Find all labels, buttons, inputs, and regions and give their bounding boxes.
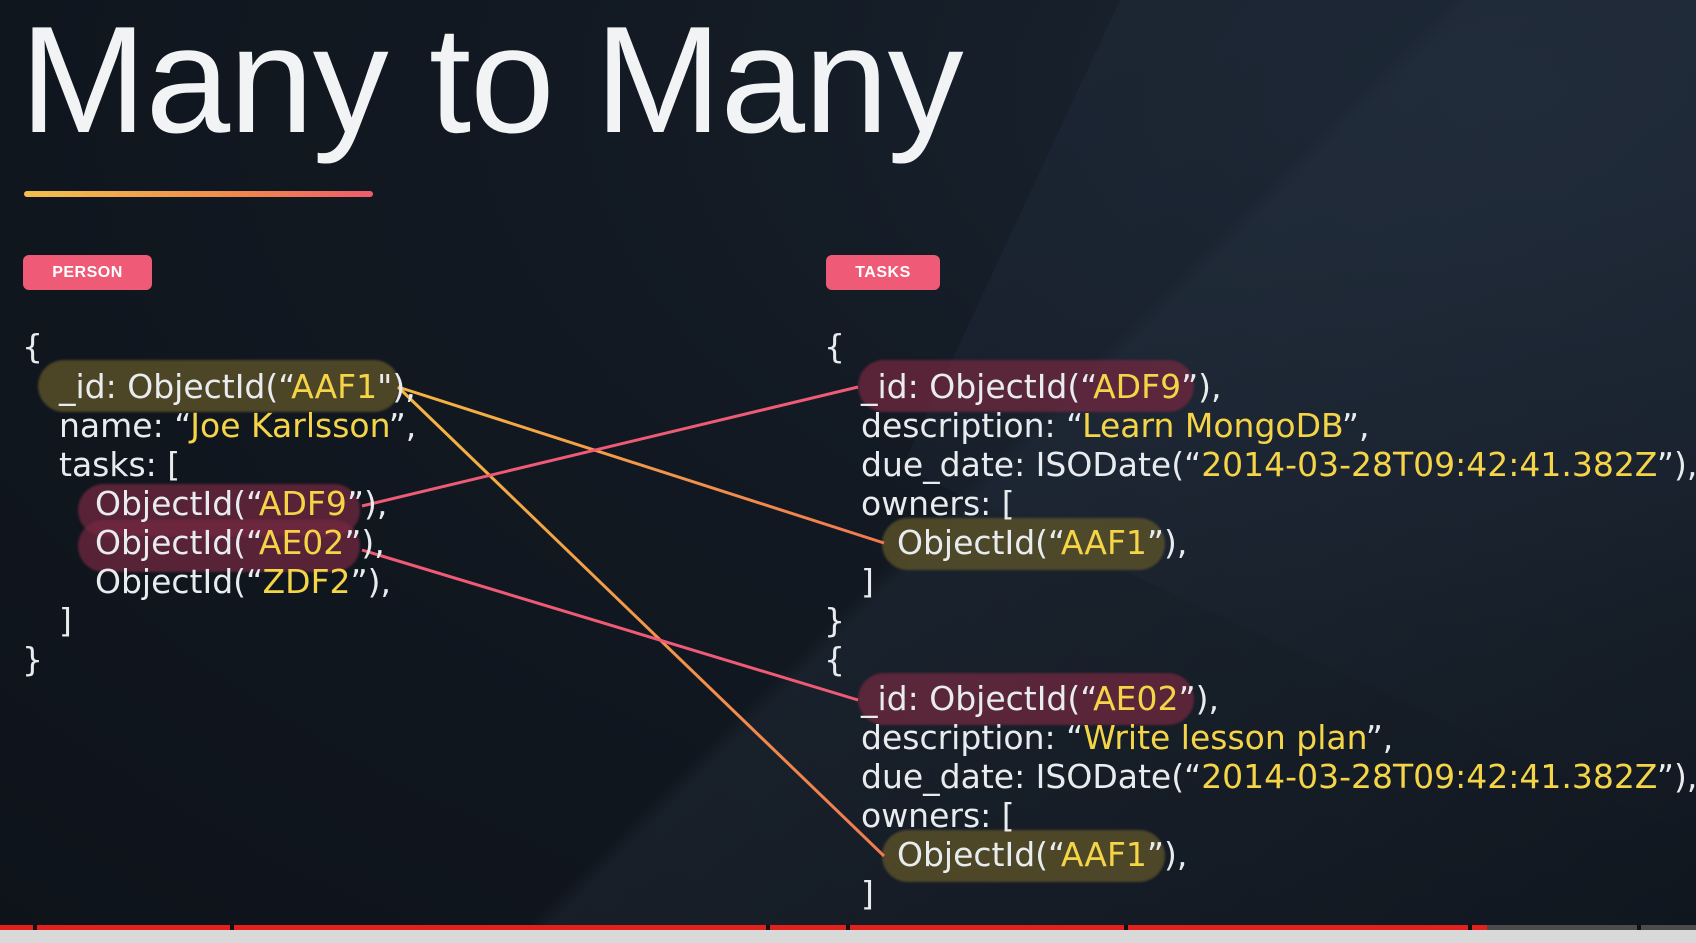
task-due-date-line: due_date: ISODate(“2014-03-28T09:42:41.3… — [861, 757, 1696, 796]
task-description-end: ”, — [1365, 718, 1394, 757]
task-open-brace: { — [824, 327, 845, 366]
task-owner-suffix: ”), — [1146, 523, 1188, 562]
task-description-value: Write lesson plan — [1083, 718, 1366, 757]
tasks-tag: TASKS — [826, 255, 940, 290]
person-task-value: ADF9 — [258, 484, 347, 523]
person-name-key: name: “ — [59, 406, 191, 445]
task-due-date-end: ”), — [1656, 757, 1696, 796]
task-description-key: description: “ — [861, 718, 1084, 757]
person-task-prefix: ObjectId(“ — [95, 523, 259, 562]
person-name-value: Joe Karlsson — [190, 406, 389, 445]
person-task-suffix: ”), — [346, 484, 388, 523]
person-task-line: ObjectId(“AE02”), — [95, 523, 385, 562]
title-underline — [24, 191, 373, 197]
task-due-date-value: 2014-03-28T09:42:41.382Z — [1201, 757, 1657, 796]
person-task-suffix: ”), — [350, 562, 392, 601]
task-description-value: Learn MongoDB — [1082, 406, 1342, 445]
person-task-suffix: ”), — [344, 523, 385, 562]
chapter-marker — [846, 925, 850, 930]
task-id-line: _id: ObjectId(“AE02”), — [861, 679, 1219, 718]
person-task-line: ObjectId(“ZDF2”), — [95, 562, 391, 601]
person-name-end: ”, — [388, 406, 417, 445]
task-owners-key: owners: [ — [861, 796, 1015, 835]
highlight-task1-owner — [882, 518, 1165, 570]
chapter-marker — [1468, 925, 1472, 930]
video-progress-bar[interactable] — [0, 925, 1696, 930]
video-progress-fill — [0, 925, 1488, 930]
highlight-task1-id — [858, 360, 1194, 412]
person-tasks-close: ] — [59, 601, 72, 640]
task-owner-value: AAF1 — [1060, 835, 1147, 874]
person-task-prefix: ObjectId(“ — [95, 484, 259, 523]
task-open-brace: { — [824, 640, 845, 679]
person-id-value: AAF1 — [291, 367, 378, 406]
person-id-key: _id: ObjectId(“ — [59, 367, 292, 406]
task-owners-close: ] — [861, 874, 874, 913]
task-owner-line: ObjectId(“AAF1”), — [897, 523, 1187, 562]
highlight-task2-id — [858, 673, 1194, 725]
slide-title: Many to Many — [20, 0, 964, 165]
chapter-marker — [766, 925, 770, 930]
chapter-marker — [33, 925, 37, 930]
chapter-marker — [1124, 925, 1128, 930]
highlight-person-id — [38, 360, 400, 412]
highlight-task2-owner — [882, 830, 1165, 882]
task-owner-prefix: ObjectId(“ — [897, 523, 1061, 562]
task-id-key: _id: ObjectId(“ — [861, 367, 1094, 406]
chapter-marker — [1637, 925, 1641, 930]
task-id-line: _id: ObjectId(“ADF9”), — [861, 367, 1222, 406]
highlight-person-task-ae02 — [78, 520, 360, 572]
task-due-date-line: due_date: ISODate(“2014-03-28T09:42:41.3… — [861, 445, 1696, 484]
task-id-end: ”), — [1178, 679, 1219, 718]
task-description-line: description: “Learn MongoDB”, — [861, 406, 1369, 445]
person-id-end: "), — [377, 367, 416, 406]
person-tag: PERSON — [23, 255, 152, 290]
task-due-date-end: ”), — [1656, 445, 1696, 484]
task-close-brace: } — [824, 601, 845, 640]
task-due-date-key: due_date: ISODate(“ — [861, 445, 1202, 484]
task-description-key: description: “ — [861, 406, 1083, 445]
task-owner-line: ObjectId(“AAF1”), — [897, 835, 1187, 874]
task-owner-prefix: ObjectId(“ — [897, 835, 1061, 874]
video-controls-strip — [0, 930, 1696, 943]
chapter-marker — [230, 925, 234, 930]
person-task-line: ObjectId(“ADF9”), — [95, 484, 387, 523]
task-id-key: _id: ObjectId(“ — [861, 679, 1094, 718]
task-id-end: ”), — [1181, 367, 1222, 406]
task-description-end: ”, — [1341, 406, 1370, 445]
person-name-line: name: “Joe Karlsson”, — [59, 406, 416, 445]
person-open-brace: { — [22, 327, 43, 366]
task-id-value: ADF9 — [1093, 367, 1182, 406]
person-close-brace: } — [22, 640, 43, 679]
person-id-line: _id: ObjectId(“AAF1"), — [59, 367, 416, 406]
person-task-prefix: ObjectId(“ — [95, 562, 263, 601]
task-due-date-value: 2014-03-28T09:42:41.382Z — [1201, 445, 1657, 484]
person-tasks-key: tasks: [ — [59, 445, 181, 484]
task-owners-close: ] — [861, 562, 874, 601]
person-task-value: AE02 — [258, 523, 345, 562]
task-owner-value: AAF1 — [1060, 523, 1147, 562]
task-description-line: description: “Write lesson plan”, — [861, 718, 1393, 757]
person-task-value: ZDF2 — [262, 562, 351, 601]
task-id-value: AE02 — [1093, 679, 1179, 718]
task-owner-suffix: ”), — [1146, 835, 1188, 874]
task-owners-key: owners: [ — [861, 484, 1015, 523]
task-due-date-key: due_date: ISODate(“ — [861, 757, 1202, 796]
